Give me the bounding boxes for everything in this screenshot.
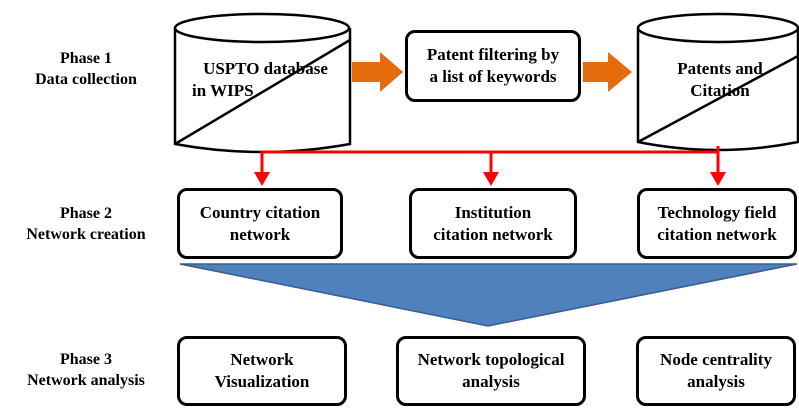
technology-field-citation-network-box: Technology field citation network [637,188,797,259]
phase-2-name: Phase 2 [60,205,112,222]
country-citation-line2: network [229,224,291,244]
red-arrowhead-3 [710,172,726,186]
red-arrowhead-2 [483,172,499,186]
patent-filtering-line2: a list of keywords [429,67,557,86]
technology-field-line2: citation network [657,224,777,244]
country-citation-line1: Country citation [199,202,321,222]
database-cylinder-uspto [173,12,352,154]
patents-slash-line [637,54,799,144]
institution-citation-line2: citation network [433,224,553,244]
phase-3-name: Phase 3 [60,351,112,368]
technology-field-line1: Technology field [657,202,777,222]
patents-label: Patents and Citation [650,58,790,102]
patent-filtering-box: Patent filtering by a list of keywords [405,30,581,102]
database-label-line1: USPTO database [203,59,328,78]
red-connector [260,146,720,174]
patents-label-line1: Patents and [677,59,763,78]
database-slash-line [174,38,351,146]
phase-3-title: Network analysis [27,372,145,389]
network-topological-line2: analysis [462,372,520,391]
node-centrality-analysis-box: Node centrality analysis [636,336,796,406]
phase-label-2: Phase 2 Network creation [0,203,172,245]
network-visualization-line1: Network [230,350,294,369]
database-label-line2: in WIPS [192,81,254,100]
node-centrality-line1: Node centrality [660,350,772,369]
phase-label-1: Phase 1 Data collection [0,48,172,90]
phase-2-title: Network creation [26,226,146,243]
patents-label-line2: Citation [690,81,750,100]
orange-arrow-2 [583,52,632,92]
institution-citation-line1: Institution [454,202,532,222]
phase-1-name: Phase 1 [60,50,112,67]
patent-filtering-line1: Patent filtering by [426,45,560,64]
database-label: USPTO database in WIPS [178,58,353,102]
phase-1-title: Data collection [35,71,137,88]
orange-arrow-1 [352,52,403,92]
phase-label-3: Phase 3 Network analysis [0,349,172,391]
network-topological-analysis-box: Network topological analysis [396,336,586,406]
red-arrowhead-1 [254,172,270,186]
node-centrality-line2: analysis [687,372,745,391]
network-topological-line1: Network topological [417,350,565,369]
funnel-triangle [179,263,798,327]
country-citation-network-box: Country citation network [177,188,343,259]
network-visualization-box: Network Visualization [177,336,347,406]
network-visualization-line2: Visualization [214,372,310,391]
database-cylinder-patents [636,12,799,152]
institution-citation-network-box: Institution citation network [409,188,577,259]
